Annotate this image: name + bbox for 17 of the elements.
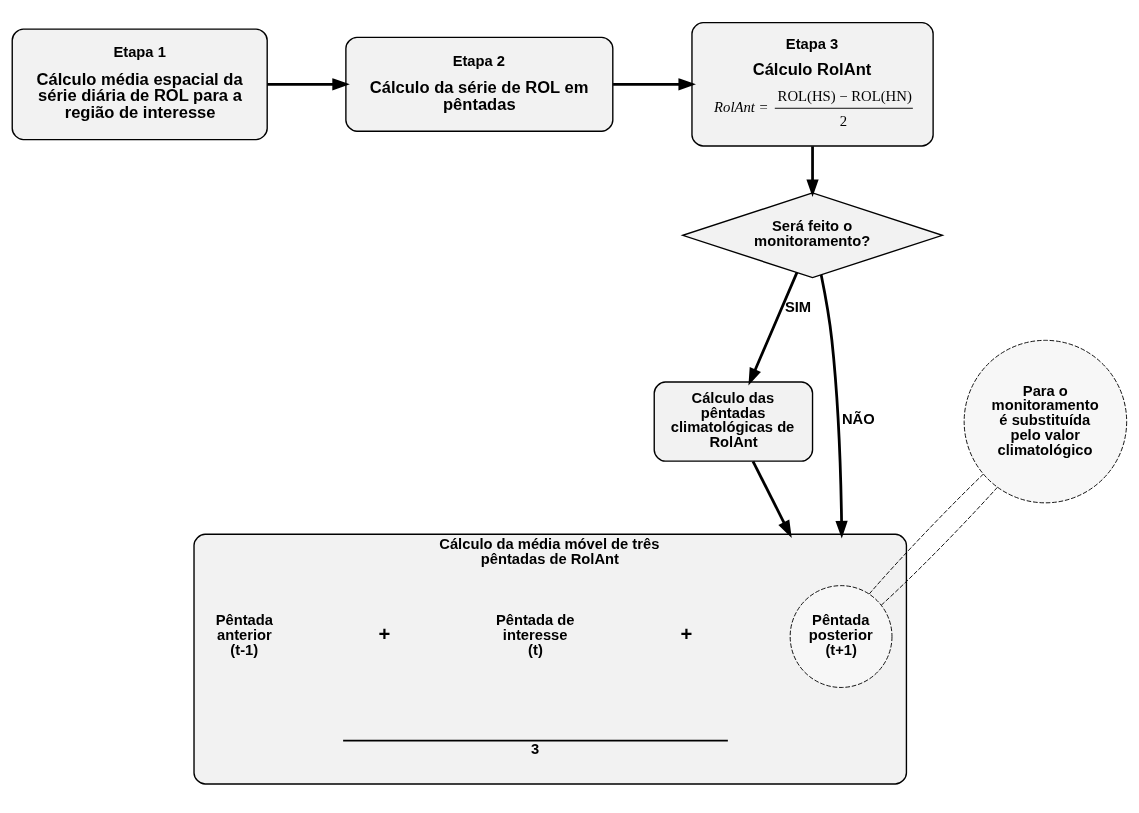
arrow (267, 77, 350, 90)
arrow (806, 145, 819, 197)
edge-label: SIM (784, 298, 812, 315)
node-box: Cálculo das pêntadas climatológicas de RolAnt (653, 380, 814, 462)
node-circle: Para o monitoramento é substituída pelo valor climatológico (963, 339, 1128, 503)
node-box: Etapa 2 Cálculo da série de ROL em pêntadas (345, 36, 614, 132)
node-diamond: Será feito o monitoramento? (680, 191, 945, 278)
connector (880, 486, 998, 606)
connector (868, 473, 984, 594)
arrow (751, 460, 792, 538)
node-box: Etapa 1 Cálculo média espacial da série diária de ROL para a região de interesse (11, 27, 268, 140)
arrow (613, 77, 696, 90)
node-circle: Pêntada posterior (t+1) (789, 584, 893, 688)
node-box: Etapa 3 Cálculo RolAnt RolAnt = ROL(HS) − ROL(HN) 2 (691, 21, 934, 147)
edge-label: NÃO (842, 410, 875, 427)
arrow (748, 271, 799, 386)
arrow (819, 274, 848, 538)
